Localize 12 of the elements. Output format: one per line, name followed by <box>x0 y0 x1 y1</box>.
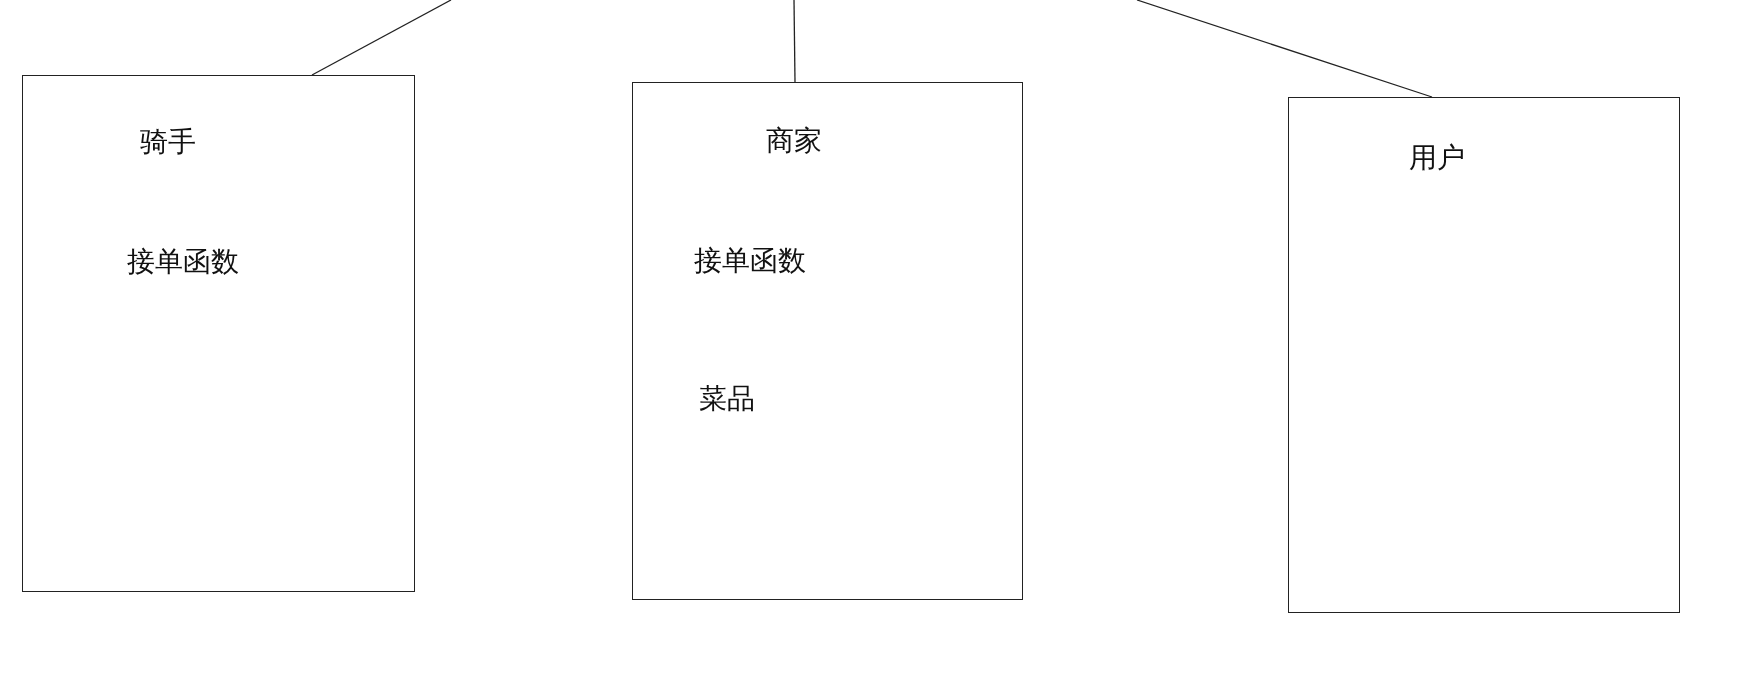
box-text: 菜品 <box>699 383 755 416</box>
box-text: 用户 <box>1409 142 1465 175</box>
entity-box <box>632 82 1023 600</box>
connector-line <box>311 0 452 76</box>
box-text: 接单函数 <box>694 245 806 278</box>
box-text: 接单函数 <box>127 246 239 279</box>
box-text: 商家 <box>766 125 822 158</box>
box-text: 骑手 <box>140 126 196 159</box>
connector-line <box>1136 0 1433 98</box>
connector-line <box>793 0 796 83</box>
entity-box <box>22 75 415 592</box>
entity-box <box>1288 97 1680 613</box>
